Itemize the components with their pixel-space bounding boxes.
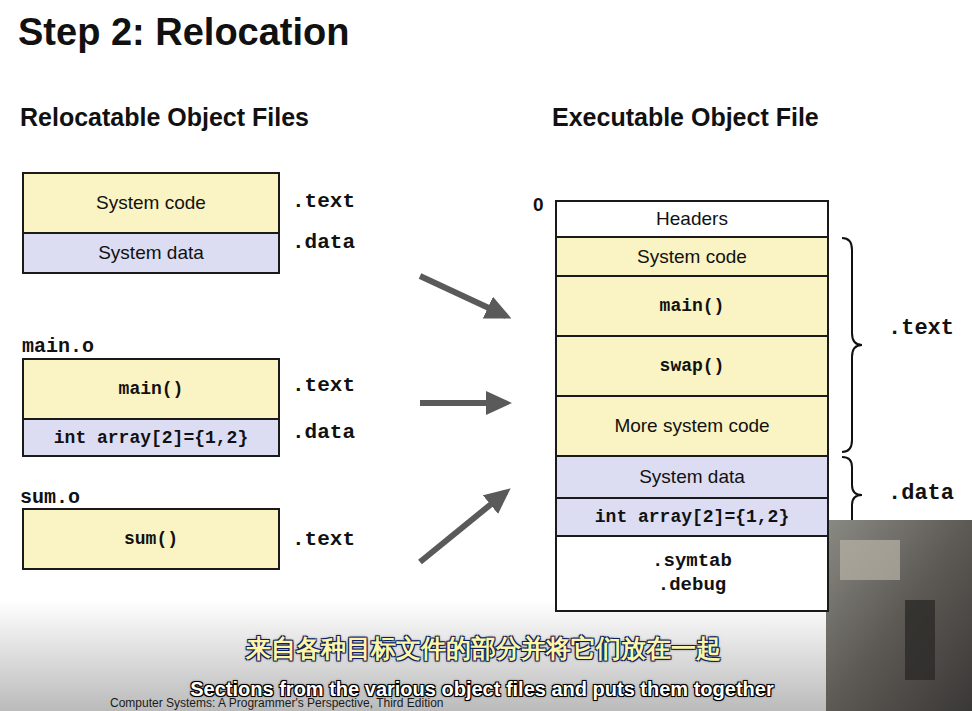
data-section: int array[2]={1,2}: [555, 497, 829, 537]
code-section: main(): [555, 275, 829, 337]
debug-section: .symtab .debug: [555, 535, 829, 612]
webcam-image: [826, 520, 972, 711]
section-label: System code: [637, 246, 747, 268]
code-section: More system code: [555, 395, 829, 457]
move-arrow: [420, 492, 506, 562]
section-name: .data: [292, 421, 355, 444]
file-name: main.o: [22, 335, 94, 358]
address-label: 0: [533, 194, 544, 216]
webcam-image: [905, 600, 935, 680]
section-name: .text: [292, 374, 355, 397]
code-section: swap(): [555, 335, 829, 397]
column-heading: Relocatable Object Files: [20, 103, 309, 132]
section-label: More system code: [614, 415, 769, 437]
code-section: System code: [555, 236, 829, 277]
section-name: .text: [888, 316, 954, 341]
subtitle: 来自各种目标文件的部分并将它们放在一起: [246, 632, 721, 665]
section-label: Headers: [656, 208, 728, 230]
section-label: System data: [98, 242, 204, 264]
section-name: .data: [888, 481, 954, 506]
code-section: System code: [22, 172, 280, 234]
section-name: .data: [292, 231, 355, 254]
column-heading: Executable Object File: [552, 103, 819, 132]
section-label: swap(): [660, 356, 725, 376]
section-name: .text: [292, 190, 355, 213]
section-label: int array[2]={1,2}: [54, 428, 248, 448]
code-section: sum(): [22, 508, 280, 570]
section-name: .text: [292, 528, 355, 551]
section-label: System data: [639, 466, 745, 488]
data-section: System data: [555, 455, 829, 499]
footer-note: Computer Systems: A Programmer's Perspec…: [110, 696, 444, 710]
section-brace: [842, 238, 862, 452]
data-section: System data: [22, 232, 280, 274]
section-label: .symtab .debug: [649, 550, 736, 598]
code-section: main(): [22, 358, 280, 420]
move-arrow: [420, 276, 506, 316]
section-label: System code: [96, 192, 206, 214]
move-arrow: [420, 400, 506, 406]
data-section: int array[2]={1,2}: [22, 418, 280, 457]
section-label: main(): [119, 379, 184, 399]
section-label: int array[2]={1,2}: [595, 507, 789, 527]
section-label: main(): [660, 296, 725, 316]
header-section: Headers: [555, 200, 829, 238]
file-name: sum.o: [20, 486, 80, 509]
slide-title: Step 2: Relocation: [18, 11, 350, 54]
section-label: sum(): [124, 529, 178, 549]
webcam-image: [840, 540, 900, 580]
